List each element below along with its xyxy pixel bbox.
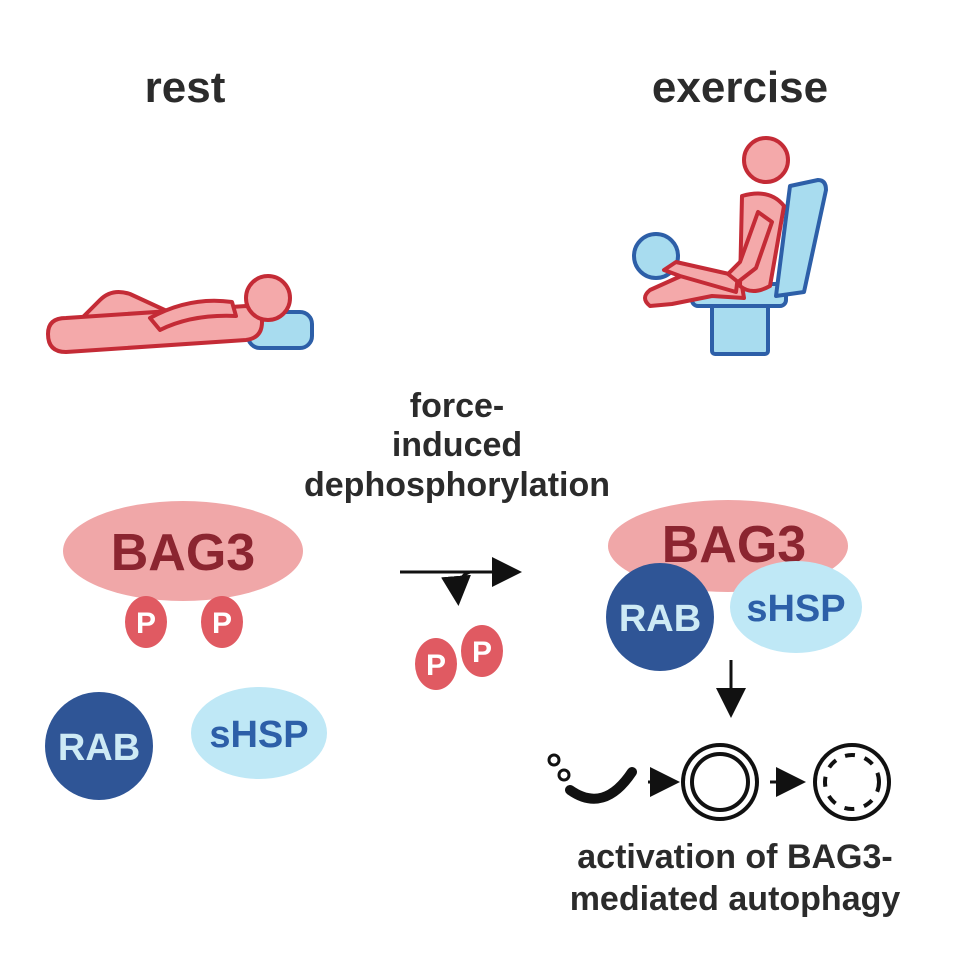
phosphate-label-rest-2: P [212, 607, 232, 640]
bag3-label-rest: BAG3 [111, 524, 255, 582]
cargo-dot-1 [547, 753, 561, 767]
outcome-line2: mediated autophagy [570, 880, 901, 918]
transition-label-line3: dephosphorylation [304, 466, 610, 504]
rab-label-exercise: RAB [619, 598, 701, 640]
rab-protein-exercise [606, 563, 714, 671]
rab-label-rest: RAB [58, 727, 140, 769]
shsp-label-exercise: sHSP [746, 588, 845, 630]
rest-title: rest [145, 63, 226, 112]
transition-label-line2: induced [392, 426, 522, 464]
autophagosome-outer [681, 743, 759, 821]
release-arrow [441, 570, 471, 606]
cargo-dot-2 [557, 768, 571, 782]
exercising-person-icon [632, 136, 828, 356]
transition-label-line1: force- [410, 387, 504, 425]
phosphate-rest-1 [125, 596, 167, 648]
shsp-label-rest: sHSP [209, 714, 308, 756]
resting-person-icon [46, 274, 314, 354]
exercise-machine-icon [632, 178, 828, 356]
shsp-protein-rest [191, 687, 327, 779]
released-phosphate-2 [461, 625, 503, 677]
shsp-protein-exercise [730, 561, 862, 653]
rab-protein-rest [45, 692, 153, 800]
phagophore [565, 767, 637, 804]
released-phosphate-label-1: P [426, 649, 446, 682]
released-phosphate-1 [415, 638, 457, 690]
autophagy-vesicle-icon [547, 743, 891, 821]
autophagosome-inner [690, 752, 750, 812]
outcome-line1: activation of BAG3- [577, 838, 892, 876]
exercise-title: exercise [652, 63, 828, 112]
bag3-protein-rest [63, 501, 303, 601]
autolysosome-inner [823, 753, 881, 811]
phosphate-rest-2 [201, 596, 243, 648]
autolysosome-outer [813, 743, 891, 821]
released-phosphate-label-2: P [472, 636, 492, 669]
phosphate-label-rest-1: P [136, 607, 156, 640]
